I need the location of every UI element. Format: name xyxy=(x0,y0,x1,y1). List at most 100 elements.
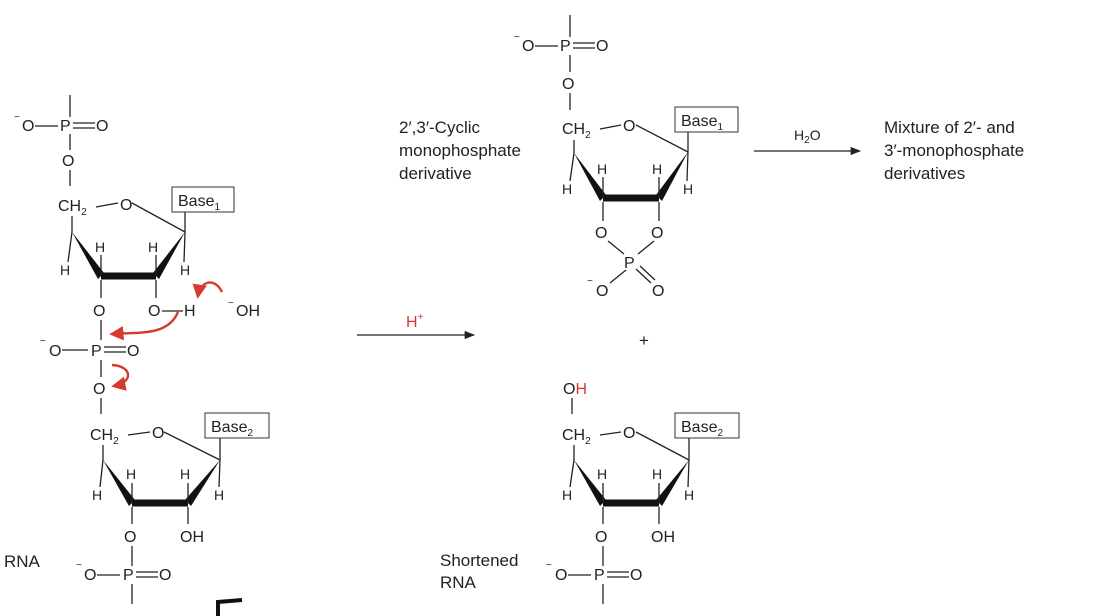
phosphate-oxygen: O xyxy=(652,283,664,300)
water-label: H2O xyxy=(794,127,821,146)
ring-oxygen: O xyxy=(623,425,635,442)
charge-minus: − xyxy=(228,298,234,309)
bottom-phosphate: − O P O xyxy=(76,546,171,604)
curved-arrow-leaving-group xyxy=(111,363,130,391)
base-2-box xyxy=(674,412,740,439)
shortened-label-line1: Shortened xyxy=(440,551,518,570)
phosphorus: P xyxy=(123,567,134,584)
curved-arrow-deprotonation xyxy=(192,281,224,299)
ribose-ring-1: CH2 O H H H H Base1 xyxy=(58,186,235,280)
phosphate-oxygen: O xyxy=(96,118,108,135)
phosphate-oxygen: O xyxy=(49,343,61,360)
three-prime-oxygen: O xyxy=(93,303,105,320)
two-prime-hydroxyl: OH xyxy=(180,529,204,546)
charge-minus: − xyxy=(514,32,520,43)
phosphorus: P xyxy=(594,567,605,584)
rna-label: RNA xyxy=(4,552,41,571)
ch2-group: CH2 xyxy=(562,121,591,141)
mixture-label-line2: 3′-monophosphate xyxy=(884,141,1024,160)
cyclic-label-line3: derivative xyxy=(399,164,472,183)
bridging-phosphate: − O P O O xyxy=(40,320,139,414)
mixture-label-line1: Mixture of 2′- and xyxy=(884,118,1015,137)
shortened-label-line2: RNA xyxy=(440,573,477,592)
phosphate-oxygen: O xyxy=(630,567,642,584)
hydrogen: H xyxy=(652,161,662,177)
base-2-label: Base2 xyxy=(211,419,253,439)
charge-minus: − xyxy=(587,276,593,287)
top-phosphate: − O P O O xyxy=(14,95,108,186)
phosphate-oxygen: O xyxy=(84,567,96,584)
ring-oxygen: O xyxy=(623,118,635,135)
charge-minus: − xyxy=(14,112,20,123)
rna-substrate: − O P O O CH2 O H H H xyxy=(4,95,270,616)
ch2-group: CH2 xyxy=(58,198,87,218)
curved-arrow-nucleophilic-attack xyxy=(109,311,180,341)
ester-oxygen: O xyxy=(62,153,74,170)
hydrogen: H xyxy=(562,181,572,197)
base-1-label: Base1 xyxy=(178,193,220,213)
cyclic-phosphate-product: − O P O O CH2 O H H H H Base1 O O xyxy=(514,15,739,300)
hydrogen: H xyxy=(95,239,105,255)
base-2-box xyxy=(204,412,270,439)
hydrogen: H xyxy=(60,262,70,278)
hydrogen: H xyxy=(126,466,136,482)
phosphate-oxygen: O xyxy=(159,567,171,584)
plus-sign: + xyxy=(639,331,649,350)
base-1-box xyxy=(171,186,235,213)
ch2-group: CH2 xyxy=(90,427,119,447)
hydrogen: H xyxy=(683,181,693,197)
cropped-mark xyxy=(216,598,243,616)
mixture-label: Mixture of 2′- and 3′-monophosphate deri… xyxy=(884,118,1024,183)
phosphate-oxygen: O xyxy=(596,283,608,300)
cyclic-oxygen: O xyxy=(651,225,663,242)
ribose-ring-2: CH2 O H H H H Base2 O OH xyxy=(90,412,270,546)
hydrogen: H xyxy=(148,239,158,255)
three-prime-oxygen: O xyxy=(124,529,136,546)
phosphorus: P xyxy=(60,118,71,135)
shortened-rna-label: Shortened RNA xyxy=(440,551,518,592)
hydroxide-ion: OH xyxy=(236,303,260,320)
hydroxyl-hydrogen: H xyxy=(184,303,196,320)
charge-minus: − xyxy=(40,336,46,347)
two-prime-oxygen: O xyxy=(148,303,160,320)
five-prime-hydroxyl: OH xyxy=(563,381,587,398)
hydrolysis-arrow: H2O xyxy=(754,127,862,156)
ch2-group: CH2 xyxy=(562,427,591,447)
phosphate-oxygen: O xyxy=(522,38,534,55)
three-prime-oxygen: O xyxy=(595,529,607,546)
base-1-box xyxy=(674,106,739,133)
hydrogen: H xyxy=(180,262,190,278)
ring-oxygen: O xyxy=(152,425,164,442)
hydrogen: H xyxy=(652,466,662,482)
base-1-label: Base1 xyxy=(681,113,723,133)
hydrogen: H xyxy=(92,487,102,503)
acid-reaction-arrow: H+ xyxy=(357,312,476,340)
cyclic-label: 2′,3′-Cyclic monophosphate derivative xyxy=(399,118,521,183)
cyclic-oxygen: O xyxy=(595,225,607,242)
cyclic-label-line2: monophosphate xyxy=(399,141,521,160)
base-2-label: Base2 xyxy=(681,419,723,439)
mixture-label-line3: derivatives xyxy=(884,164,965,183)
phosphate-oxygen: O xyxy=(555,567,567,584)
hydrogen: H xyxy=(597,466,607,482)
cyclic-label-line1: 2′,3′-Cyclic xyxy=(399,118,480,137)
phosphorus: P xyxy=(624,255,635,272)
five-prime-oxygen: O xyxy=(93,381,105,398)
phosphorus: P xyxy=(560,38,571,55)
charge-minus: − xyxy=(76,560,82,571)
phosphate-oxygen: O xyxy=(127,343,139,360)
acid-catalyst-label: H+ xyxy=(406,312,424,331)
hydrogen: H xyxy=(597,161,607,177)
hydrogen: H xyxy=(214,487,224,503)
ester-oxygen: O xyxy=(562,76,574,93)
ring-oxygen: O xyxy=(120,197,132,214)
two-prime-hydroxyl: OH xyxy=(651,529,675,546)
hydrogen: H xyxy=(562,487,572,503)
hydrogen: H xyxy=(684,487,694,503)
charge-minus: − xyxy=(546,560,552,571)
phosphorus: P xyxy=(91,343,102,360)
phosphate-oxygen: O xyxy=(596,38,608,55)
mechanism-arrows xyxy=(109,281,224,391)
hydrogen: H xyxy=(180,466,190,482)
